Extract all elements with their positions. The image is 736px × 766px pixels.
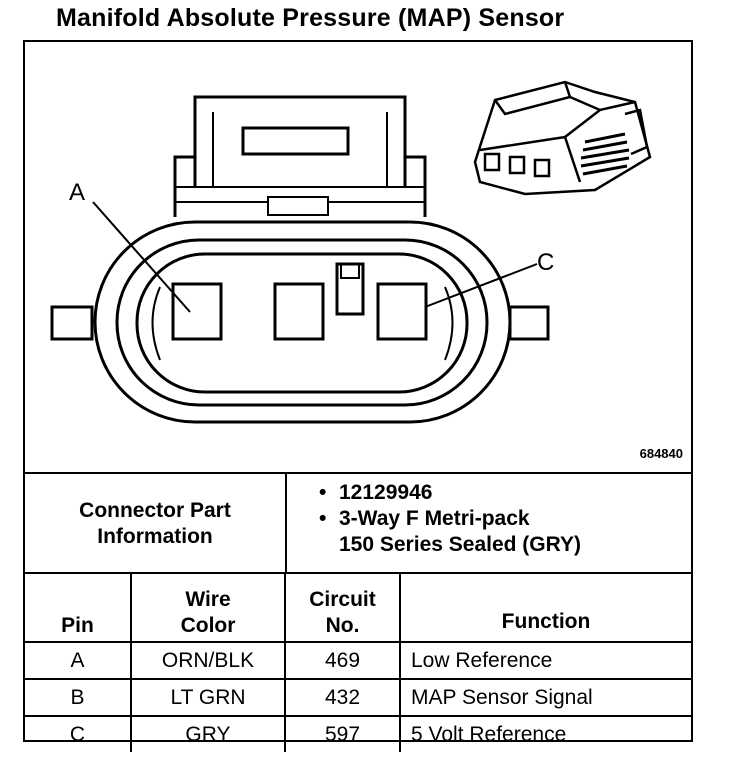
connector-info-label: Connector Part Information	[25, 474, 287, 574]
header-wire-color: Wire Color	[130, 573, 286, 643]
leader-line-c	[424, 263, 538, 308]
pinout-table: Pin Wire Color Circuit No. Function A OR…	[25, 572, 691, 752]
function-cell: 5 Volt Reference	[399, 716, 691, 752]
table-row: A ORN/BLK 469 Low Reference	[25, 642, 691, 680]
pinout-header-row: Pin Wire Color Circuit No. Function	[25, 573, 691, 643]
circuit-cell: 597	[284, 716, 401, 752]
connector-inner-face	[135, 252, 469, 394]
connector-latch-housing	[173, 95, 427, 217]
header-circuit-line2: No.	[325, 614, 360, 637]
callout-c: C	[537, 249, 554, 276]
table-row: B LT GRN 432 MAP Sensor Signal	[25, 679, 691, 717]
connector-part-number: 12129946	[315, 480, 581, 506]
connector-series: 150 Series Sealed (GRY)	[339, 533, 582, 556]
header-circuit-line1: Circuit	[309, 588, 376, 611]
terminal-cavity-a	[171, 282, 223, 341]
leader-line-a	[92, 201, 191, 313]
connector-type: 3-Way F Metri-pack	[315, 506, 581, 532]
pin-cell: A	[25, 642, 132, 680]
circuit-cell: 432	[284, 679, 401, 717]
header-pin: Pin	[25, 573, 132, 643]
function-cell: Low Reference	[399, 642, 691, 680]
circuit-cell: 469	[284, 642, 401, 680]
header-wire-line1: Wire	[185, 588, 231, 611]
header-function: Function	[399, 573, 691, 643]
figure-id: 684840	[639, 446, 683, 461]
pin-cell: B	[25, 679, 132, 717]
diagram-frame: A C 684840 Connector Part Information 12…	[23, 40, 693, 752]
terminal-cavity-c	[376, 282, 428, 341]
pin-cell: C	[25, 716, 132, 752]
connector-info-label-line1: Connector Part	[79, 499, 231, 522]
table-row: C GRY 597 5 Volt Reference	[25, 716, 691, 752]
wire-color-cell: LT GRN	[130, 679, 286, 717]
connector-diagram: A C	[50, 80, 652, 424]
header-wire-line2: Color	[180, 614, 236, 637]
header-circuit-no: Circuit No.	[284, 573, 401, 643]
wire-color-cell: GRY	[130, 716, 286, 752]
page-title: Manifold Absolute Pressure (MAP) Sensor	[56, 4, 565, 32]
wire-color-cell: ORN/BLK	[130, 642, 286, 680]
connector-isometric-view	[473, 80, 652, 196]
terminal-cavity-b	[273, 282, 325, 341]
connector-seal-ring	[115, 238, 489, 407]
connector-info-list: 12129946 3-Way F Metri-pack 150 Series S…	[315, 480, 581, 558]
connector-info-section: Connector Part Information 12129946 3-Wa…	[25, 472, 691, 574]
right-side-tab	[508, 305, 550, 341]
function-cell: MAP Sensor Signal	[399, 679, 691, 717]
callout-a: A	[69, 179, 85, 206]
connector-info-label-line2: Information	[97, 525, 213, 548]
left-side-tab	[50, 305, 94, 341]
